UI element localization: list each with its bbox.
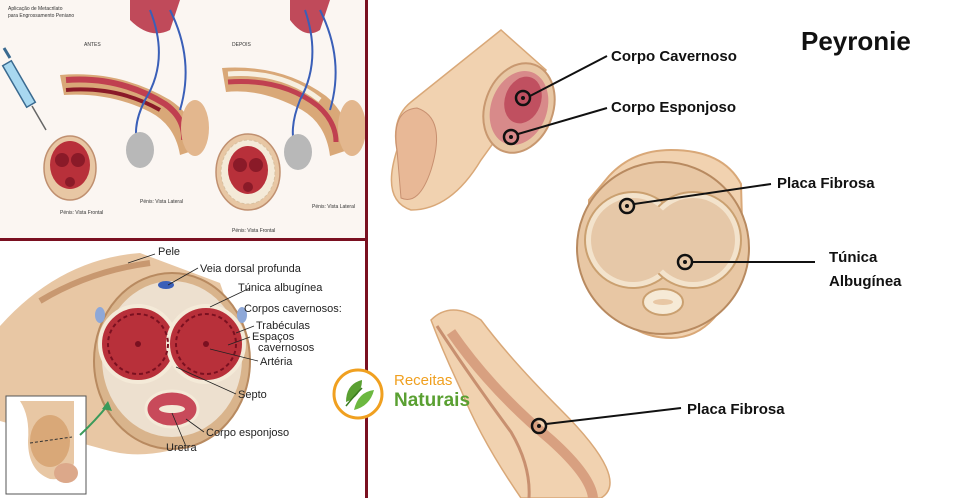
- label-arteria: Artéria: [260, 356, 293, 368]
- marker-placa-fibrosa-1: [618, 197, 636, 215]
- label-placa-fibrosa-2: Placa Fibrosa: [687, 401, 785, 418]
- panel-peyronie: Peyronie: [371, 0, 962, 498]
- after-front-view: [215, 133, 281, 211]
- label-corpo-esponjoso: Corpo Esponjoso: [611, 99, 736, 116]
- after-lateral-view: [222, 0, 365, 170]
- tl-before-label: ANTES: [84, 42, 101, 48]
- tl-lateral-view-2: Pénis: Vista Lateral: [312, 204, 355, 210]
- label-corpos-cavernosos: Corpos cavernosos:: [244, 303, 342, 315]
- metacrylate-illustration: Aplicação de Metacrilato para Engrossame…: [1, 0, 365, 234]
- tl-title-line2: para Engrossamento Peniano: [8, 13, 74, 19]
- label-septo: Septo: [238, 389, 267, 401]
- marker-corpo-esponjoso: [502, 128, 520, 146]
- tl-title-line1: Aplicação de Metacrilato: [8, 6, 63, 12]
- label-trabeculas: Trabéculas: [256, 320, 311, 332]
- label-espacos-1: Espaços: [252, 331, 295, 343]
- marker-placa-fibrosa-2: [530, 417, 548, 435]
- label-tunica: Túnica: [829, 249, 878, 266]
- label-placa-fibrosa-1: Placa Fibrosa: [777, 175, 875, 192]
- peyronie-illustration: Peyronie: [390, 26, 911, 498]
- label-veia-dorsal: Veia dorsal profunda: [200, 263, 302, 275]
- label-corpo-esponjoso: Corpo esponjoso: [206, 427, 289, 439]
- before-front-view: [43, 135, 97, 201]
- anatomy-illustration: Pele Veia dorsal profunda Túnica albugín…: [0, 246, 342, 495]
- inset-genital-diagram: [5, 395, 87, 495]
- before-lateral-view: [60, 0, 209, 168]
- logo-line1: Receitas: [394, 372, 453, 389]
- marker-corpo-cavernoso: [514, 89, 532, 107]
- panel-metacrylate-application: Aplicação de Metacrilato para Engrossame…: [0, 0, 368, 241]
- label-espacos-2: cavernosos: [258, 342, 315, 354]
- tl-front-view-1: Pénis: Vista Frontal: [60, 210, 103, 216]
- leaf-logo-icon: [332, 368, 384, 420]
- logo-line2: Naturais: [394, 390, 471, 411]
- label-uretra: Uretra: [166, 442, 197, 454]
- cross-section-view: [576, 148, 750, 340]
- syringe-icon: [1, 47, 47, 131]
- penis-section-view: [390, 29, 556, 211]
- peyronie-title: Peyronie: [801, 26, 911, 56]
- tl-lateral-view-1: Pénis: Vista Lateral: [140, 199, 183, 205]
- label-albuginea: Albugínea: [829, 273, 902, 290]
- tl-after-label: DEPOIS: [232, 42, 252, 48]
- label-tunica-albuginea: Túnica albugínea: [238, 282, 323, 294]
- tl-front-view-2: Pénis: Vista Frontal: [232, 228, 275, 234]
- receitas-naturais-logo: Receitas Naturais: [332, 366, 492, 422]
- label-corpo-cavernoso: Corpo Cavernoso: [611, 48, 737, 65]
- panel-anatomy-cross-section: Pele Veia dorsal profunda Túnica albugín…: [0, 241, 368, 498]
- label-pele: Pele: [158, 246, 180, 258]
